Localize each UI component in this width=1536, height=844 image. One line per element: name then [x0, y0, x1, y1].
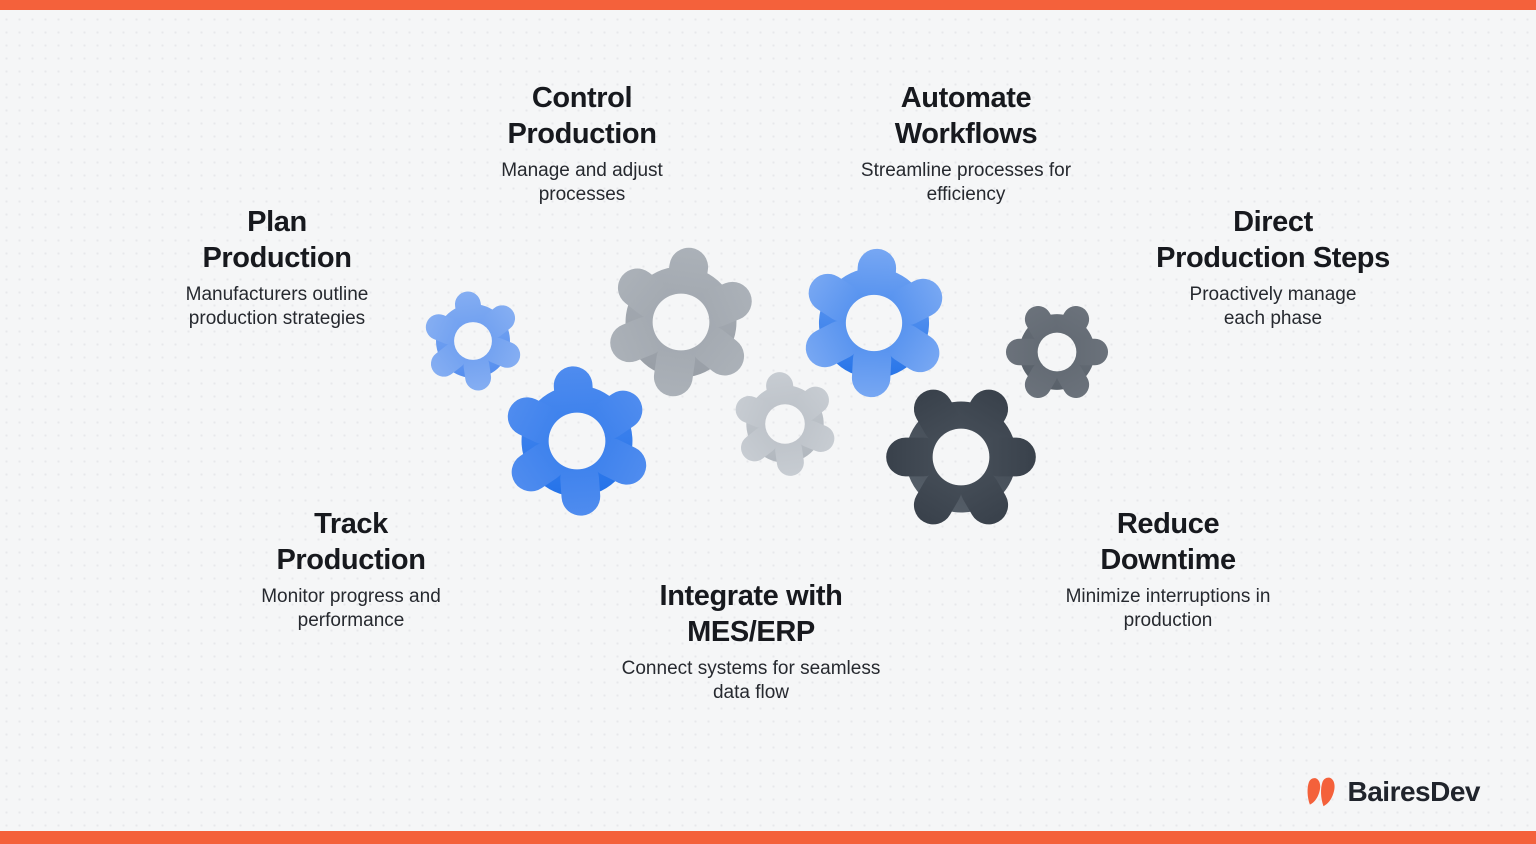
feature-title: Integrate with MES/ERP: [659, 580, 843, 648]
feature-subtitle: Manufacturers outline production strateg…: [185, 284, 369, 329]
large-blue-gear: [796, 244, 952, 402]
bairesdev-wordmark: BairesDev: [1347, 776, 1481, 807]
feature-automate-workflows: Automate Workflows Streamline processes …: [861, 80, 1071, 207]
medium-slate-gear: [987, 282, 1127, 422]
large-gray-gear: [596, 237, 766, 407]
feature-title: Track Production: [276, 508, 426, 576]
feature-subtitle: Manage and adjust processes: [501, 160, 663, 205]
feature-title: Reduce Downtime: [1100, 508, 1236, 576]
feature-title: Automate Workflows: [894, 82, 1038, 150]
feature-title: Control Production: [507, 82, 657, 150]
feature-subtitle: Streamline processes for efficiency: [860, 160, 1072, 205]
feature-title: Direct Production Steps: [1156, 206, 1390, 274]
bairesdev-logo-icon: [1307, 777, 1335, 807]
feature-title: Plan Production: [202, 206, 352, 274]
bottom-accent-bar: [0, 831, 1536, 844]
feature-direct-production-steps: Direct Production Steps Proactively mana…: [1156, 204, 1390, 331]
feature-reduce-downtime: Reduce Downtime Minimize interruptions i…: [1066, 506, 1271, 633]
feature-subtitle: Connect systems for seamless data flow: [621, 658, 881, 703]
feature-track-production: Track Production Monitor progress and pe…: [261, 506, 441, 633]
feature-control-production: Control Production Manage and adjust pro…: [501, 80, 663, 207]
feature-subtitle: Monitor progress and performance: [261, 586, 441, 631]
small-blue-gear: [416, 284, 530, 398]
medium-blue-gear: [497, 361, 657, 521]
feature-integrate-mes-erp: Integrate with MES/ERP Connect systems f…: [622, 578, 881, 705]
bairesdev-logo: BairesDev: [1306, 776, 1481, 808]
top-accent-bar: [0, 0, 1536, 10]
feature-subtitle: Minimize interruptions in production: [1065, 586, 1271, 631]
feature-subtitle: Proactively manage each phase: [1189, 284, 1357, 329]
small-light-gray-gear: [726, 365, 844, 483]
feature-plan-production: Plan Production Manufacturers outline pr…: [186, 204, 369, 331]
